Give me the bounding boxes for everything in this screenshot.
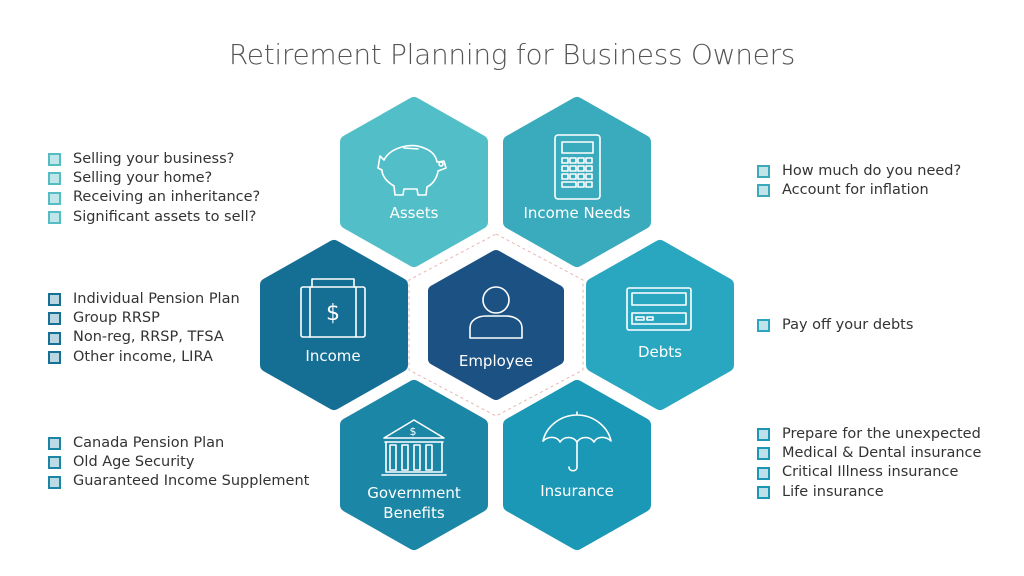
insurance-label: Insurance [540, 482, 614, 500]
hex-debts [586, 240, 734, 410]
bullet-square-icon [48, 312, 61, 326]
hex-income [260, 240, 408, 410]
list-item: Life insurance [757, 483, 981, 502]
hex-assets [340, 97, 488, 267]
bullet-square-icon [757, 319, 770, 333]
umbrella-icon [542, 411, 612, 472]
list-item: Other income, LIRA [48, 348, 240, 367]
bullet-square-icon [757, 466, 770, 480]
bullet-square-icon [48, 437, 61, 451]
bullet-square-icon [48, 331, 61, 345]
page-title: Retirement Planning for Business Owners [228, 38, 796, 71]
list-item-text: Significant assets to sell? [73, 208, 257, 225]
assets-list: Selling your business? Selling your home… [48, 150, 260, 227]
list-item-text: Selling your home? [73, 170, 213, 187]
list-item: Pay off your debts [757, 316, 913, 335]
list-item: Group RRSP [48, 309, 240, 328]
bullet-square-icon [48, 191, 61, 205]
list-item: Receiving an inheritance? [48, 188, 260, 207]
bullet-square-icon [48, 456, 61, 470]
calculator-icon [554, 134, 601, 200]
bullet-square-icon [48, 350, 61, 364]
government-benefits-label-line1: Government [367, 484, 461, 502]
income-label: Income [305, 347, 361, 365]
employee-outline [408, 233, 584, 417]
employee-label: Employee [458, 352, 534, 370]
hex-employee [428, 250, 564, 400]
list-item-text: How much do you need? [782, 163, 962, 179]
piggy-bank-icon [377, 144, 447, 196]
bullet-square-icon [757, 485, 770, 499]
list-item: How much do you need? [757, 162, 961, 181]
bullet-square-icon [48, 210, 61, 224]
svg-text:$: $ [410, 425, 417, 438]
list-item-text: Non-reg, RRSP, TFSA [73, 329, 224, 346]
credit-card-icon [626, 287, 692, 331]
list-item-text: Guaranteed Income Supplement [73, 473, 310, 490]
list-item-text: Individual Pension Plan [73, 291, 240, 307]
svg-text:$: $ [326, 301, 340, 326]
insurance-list: Prepare for the unexpected Medical & Den… [757, 425, 981, 502]
debts-list: Pay off your debts [757, 316, 913, 335]
list-item: Significant assets to sell? [48, 208, 260, 227]
list-item: Selling your home? [48, 169, 260, 188]
list-item-text: Old Age Security [73, 454, 195, 471]
bullet-square-icon [757, 428, 770, 442]
bullet-square-icon [757, 447, 770, 461]
income-needs-label: Income Needs [523, 204, 631, 222]
bank-building-icon: $ [381, 419, 447, 476]
list-item-text: Group RRSP [73, 310, 160, 327]
list-item: Medical & Dental insurance [757, 444, 981, 463]
list-item: Selling your business? [48, 150, 260, 169]
income-needs-list: How much do you need? Account for inflat… [757, 162, 961, 200]
list-item-text: Account for inflation [782, 182, 929, 199]
bullet-square-icon [757, 165, 770, 179]
government-benefits-label: Government Benefits [334, 483, 494, 523]
list-item: Guaranteed Income Supplement [48, 472, 309, 491]
list-item: Critical Illness insurance [757, 463, 981, 482]
list-item-text: Pay off your debts [782, 317, 914, 333]
list-item-text: Life insurance [782, 483, 884, 500]
government-benefits-label-line2: Benefits [383, 504, 445, 522]
list-item-text: Medical & Dental insurance [782, 445, 982, 462]
list-item-text: Critical Illness insurance [782, 464, 959, 481]
hex-income-needs [503, 97, 651, 267]
list-item-text: Canada Pension Plan [73, 435, 225, 451]
list-item-text: Other income, LIRA [73, 348, 213, 365]
list-item-text: Receiving an inheritance? [73, 189, 261, 206]
assets-label: Assets [389, 204, 439, 222]
list-item: Prepare for the unexpected [757, 425, 981, 444]
person-icon [469, 286, 523, 339]
bullet-square-icon [48, 475, 61, 489]
bullet-square-icon [48, 153, 61, 167]
bullet-square-icon [48, 172, 61, 186]
list-item: Old Age Security [48, 453, 309, 472]
list-item: Account for inflation [757, 181, 961, 200]
debts-label: Debts [638, 343, 682, 361]
briefcase-dollar-icon: $ [300, 278, 366, 338]
list-item: Canada Pension Plan [48, 434, 309, 453]
government-benefits-list: Canada Pension Plan Old Age Security Gua… [48, 434, 309, 492]
list-item-text: Prepare for the unexpected [782, 426, 981, 442]
income-list: Individual Pension Plan Group RRSP Non-r… [48, 290, 240, 367]
bullet-square-icon [757, 184, 770, 198]
list-item: Non-reg, RRSP, TFSA [48, 328, 240, 347]
bullet-square-icon [48, 293, 61, 307]
list-item-text: Selling your business? [73, 151, 235, 167]
list-item: Individual Pension Plan [48, 290, 240, 309]
